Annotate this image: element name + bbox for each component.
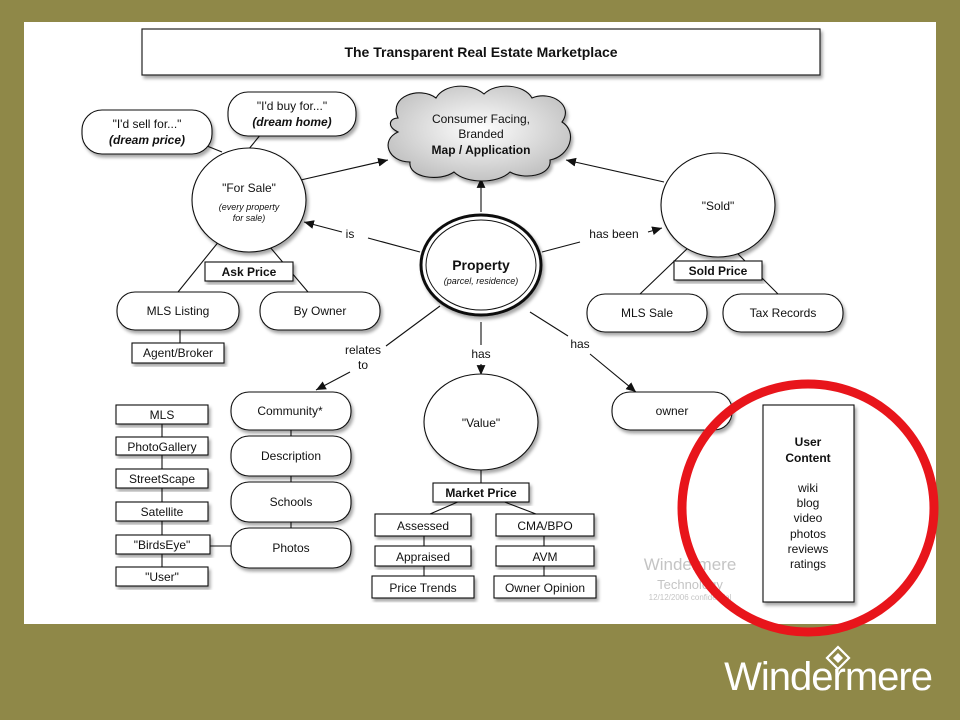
sell-bubble: "I'd sell for..." (dream price) <box>81 109 213 155</box>
mls-listing-node: MLS Listing <box>116 291 240 331</box>
sell-bubble-line-1: "I'd sell for..." <box>113 117 182 131</box>
buy-bubble-line-2: (dream home) <box>252 115 331 129</box>
edge-label-to: to <box>358 358 368 372</box>
user-content-box: User Content wiki blog video photos revi… <box>762 404 855 603</box>
sell-bubble-line-2: (dream price) <box>109 133 185 147</box>
edge-label-relates: relates <box>345 343 381 357</box>
value-source-item: Assessed <box>397 519 449 533</box>
photo-source-item: "BirdsEye" <box>134 538 191 552</box>
title-box: The Transparent Real Estate Marketplace <box>141 28 821 76</box>
value-sources-left: Assessed Appraised Price Trends <box>371 513 475 599</box>
ask-price-label: Ask Price <box>222 265 277 279</box>
edge-label-has-been: has been <box>589 227 638 241</box>
value-sources-right: CMA/BPO AVM Owner Opinion <box>493 513 597 599</box>
user-content-item: reviews <box>788 542 829 556</box>
windermere-logo-text: Windermere <box>724 655 933 699</box>
property-node: Property (parcel, residence) <box>419 213 543 317</box>
owner-node: owner <box>611 391 733 431</box>
tax-records-label: Tax Records <box>750 306 817 320</box>
edge-label-is: is <box>346 227 355 241</box>
market-price-box: Market Price <box>432 482 530 503</box>
buy-bubble: "I'd buy for..." (dream home) <box>227 91 357 137</box>
sold-title: "Sold" <box>702 199 735 213</box>
value-source-item: Owner Opinion <box>505 581 585 595</box>
edge-label-has-value: has <box>471 347 490 361</box>
schools-label: Schools <box>270 495 313 509</box>
edge-label-has-owner: has <box>570 337 589 351</box>
user-content-title-2: Content <box>785 451 830 465</box>
description-node: Description <box>230 435 352 477</box>
for-sale-node: "For Sale" (every property for sale) <box>191 147 307 253</box>
user-content-item: video <box>794 511 823 525</box>
photo-sources: MLS PhotoGallery StreetScape Satellite "… <box>115 404 211 587</box>
value-title: "Value" <box>462 416 500 430</box>
photo-source-item: PhotoGallery <box>127 440 196 454</box>
watermark-line-2: Technology <box>657 577 723 592</box>
cloud-line-3: Map / Application <box>432 143 531 157</box>
agent-broker-label: Agent/Broker <box>143 346 213 360</box>
photo-source-item: StreetScape <box>129 472 195 486</box>
photos-node: Photos <box>230 527 352 569</box>
windermere-logo-icon <box>825 645 851 671</box>
for-sale-title: "For Sale" <box>222 181 276 195</box>
user-content-title-1: User <box>795 435 822 449</box>
watermark: Windermere Technology 12/12/2006 confide… <box>644 555 737 602</box>
sold-price-label: Sold Price <box>689 264 748 278</box>
consumer-map-cloud: Consumer Facing, Branded Map / Applicati… <box>387 85 571 182</box>
edge-labels: is has been relates to has has <box>345 227 639 372</box>
diagram-panel: The Transparent Real Estate Marketplace <box>24 22 936 624</box>
description-label: Description <box>261 449 321 463</box>
value-source-item: Price Trends <box>389 581 456 595</box>
sold-price-box: Sold Price <box>673 260 763 281</box>
photos-label: Photos <box>272 541 309 555</box>
community-node: Community* <box>230 391 352 431</box>
by-owner-label: By Owner <box>294 304 347 318</box>
for-sale-sub-1: (every property <box>219 202 280 212</box>
community-label: Community* <box>257 404 323 418</box>
schools-node: Schools <box>230 481 352 523</box>
value-source-item: CMA/BPO <box>517 519 572 533</box>
connectors <box>161 127 779 576</box>
sold-node: "Sold" <box>660 152 776 258</box>
photo-source-item: MLS <box>150 408 175 422</box>
watermark-line-1: Windermere <box>644 555 737 574</box>
by-owner-node: By Owner <box>259 291 381 331</box>
value-source-item: Appraised <box>396 550 450 564</box>
buy-bubble-line-1: "I'd buy for..." <box>257 99 327 113</box>
mls-listing-label: MLS Listing <box>147 304 210 318</box>
market-price-label: Market Price <box>445 486 517 500</box>
photo-source-item: "User" <box>145 570 179 584</box>
mls-sale-label: MLS Sale <box>621 306 673 320</box>
user-content-item: photos <box>790 527 826 541</box>
value-node: "Value" <box>423 373 539 471</box>
agent-broker-box: Agent/Broker <box>131 342 225 364</box>
user-content-item: ratings <box>790 557 826 571</box>
user-content-item: blog <box>797 496 820 510</box>
for-sale-sub-2: for sale) <box>233 213 266 223</box>
tax-records-node: Tax Records <box>722 293 844 333</box>
owner-label: owner <box>656 404 689 418</box>
user-content-item: wiki <box>797 481 818 495</box>
photo-source-item: Satellite <box>141 505 184 519</box>
diagram-title: The Transparent Real Estate Marketplace <box>344 44 617 60</box>
concept-map: The Transparent Real Estate Marketplace <box>81 28 855 603</box>
property-subtitle: (parcel, residence) <box>444 276 519 286</box>
ask-price-box: Ask Price <box>204 261 294 282</box>
value-source-item: AVM <box>532 550 557 564</box>
watermark-line-3: 12/12/2006 confidential <box>649 593 732 602</box>
cloud-line-1: Consumer Facing, <box>432 112 530 126</box>
mls-sale-node: MLS Sale <box>586 293 708 333</box>
cloud-line-2: Branded <box>458 127 503 141</box>
property-title: Property <box>452 257 510 273</box>
